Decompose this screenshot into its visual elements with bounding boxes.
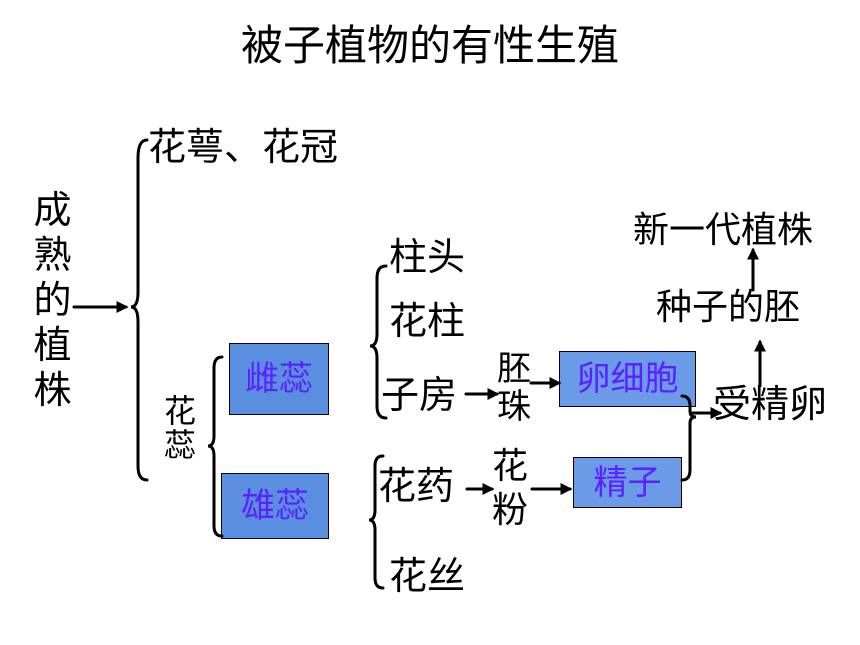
new-generation-label: 新一代植株: [633, 210, 814, 251]
stigma-label: 柱头: [389, 235, 466, 279]
brace-main: [130, 138, 149, 482]
stamen-pistil-group-label: 花蕊: [163, 392, 196, 464]
page-title: 被子植物的有性生殖: [240, 21, 619, 70]
egg-cell-box: 卵细胞: [559, 351, 696, 407]
pistil-label: 雌蕊: [245, 359, 313, 399]
ovule-label: 胚珠: [497, 349, 531, 427]
anther-label: 花药: [378, 464, 455, 508]
egg-cell-label: 卵细胞: [576, 359, 679, 399]
brace-stamen-pistil: [207, 355, 224, 538]
stamen-box: 雄蕊: [221, 473, 329, 539]
brace-pistil-parts: [369, 264, 388, 420]
pollen-label: 花粉: [491, 446, 528, 531]
filament-label: 花丝: [389, 554, 466, 598]
fertilized-egg-label: 受精卵: [713, 382, 828, 426]
seed-embryo-label: 种子的胚: [656, 287, 801, 328]
mature-plant-label: 成熟的植株: [33, 188, 72, 412]
style-label: 花柱: [389, 299, 466, 343]
brace-stamen-parts: [368, 454, 385, 590]
stamen-label: 雄蕊: [241, 486, 309, 526]
pistil-box: 雌蕊: [229, 343, 329, 415]
sepal-petal-label: 花萼、花冠: [148, 125, 339, 169]
sperm-box: 精子: [573, 457, 682, 508]
ovary-label: 子房: [381, 373, 458, 417]
brace-fertilization: [680, 394, 697, 482]
sperm-label: 精子: [593, 462, 662, 503]
